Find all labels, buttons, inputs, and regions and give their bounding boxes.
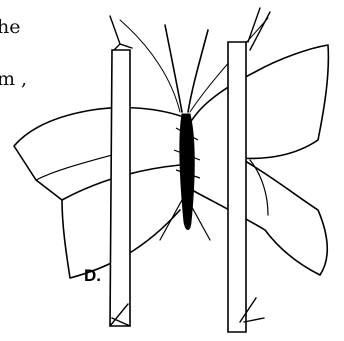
left-forewing xyxy=(14,108,186,200)
right-board-strip xyxy=(228,42,246,332)
antenna-right xyxy=(188,30,208,112)
option-d-label: D. xyxy=(84,267,101,284)
left-board-strip xyxy=(110,50,130,326)
antenna-left xyxy=(165,25,182,112)
right-forewing xyxy=(192,45,328,158)
